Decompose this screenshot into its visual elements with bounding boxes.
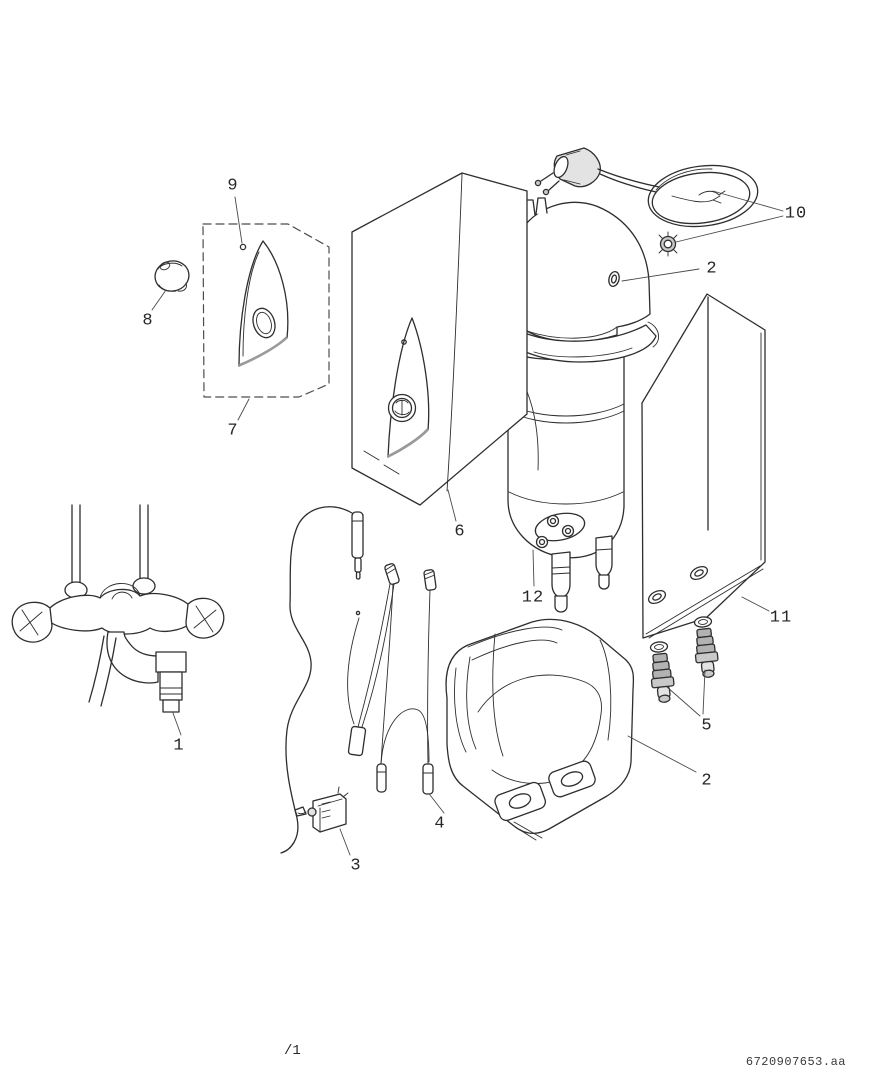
switch-drawing: [294, 786, 349, 833]
callout-6: 6: [454, 522, 466, 542]
callout-10: 10: [784, 204, 808, 224]
hose-fittings-drawing: [649, 616, 719, 703]
power-cord-drawing: [534, 147, 759, 257]
mounting-back-panel-drawing: [641, 293, 766, 639]
callout-leader-lines: [151, 190, 784, 856]
callout-2-bottom: 2: [701, 771, 713, 791]
callout-3: 3: [350, 856, 362, 876]
drawing-number: 6720907653.aa: [745, 1055, 846, 1069]
callout-4: 4: [434, 814, 446, 834]
callout-5: 5: [701, 716, 713, 736]
upper-housing-cover-drawing: [504, 197, 659, 363]
cord-coil: [647, 164, 759, 228]
page-indicator: /1: [284, 1043, 301, 1059]
faucet-drawing: [11, 504, 225, 713]
wire-set-drawing: [347, 563, 437, 795]
callout-1: 1: [173, 736, 185, 756]
callout-8: 8: [142, 311, 154, 331]
callout-9: 9: [227, 176, 239, 196]
callout-2-top: 2: [706, 259, 718, 279]
panel-pilot-hole: [239, 243, 247, 251]
lower-housing-drawing: [445, 618, 635, 841]
front-panel-kit-drawing: [154, 223, 330, 398]
front-cover-drawing: [351, 172, 528, 506]
knob-drawing: [154, 260, 190, 292]
sensor-cable-and-switch-drawing: [280, 506, 364, 854]
cable-grommet: [658, 231, 678, 257]
callout-12: 12: [521, 588, 545, 608]
callout-11: 11: [769, 608, 793, 628]
callout-7: 7: [227, 421, 239, 441]
